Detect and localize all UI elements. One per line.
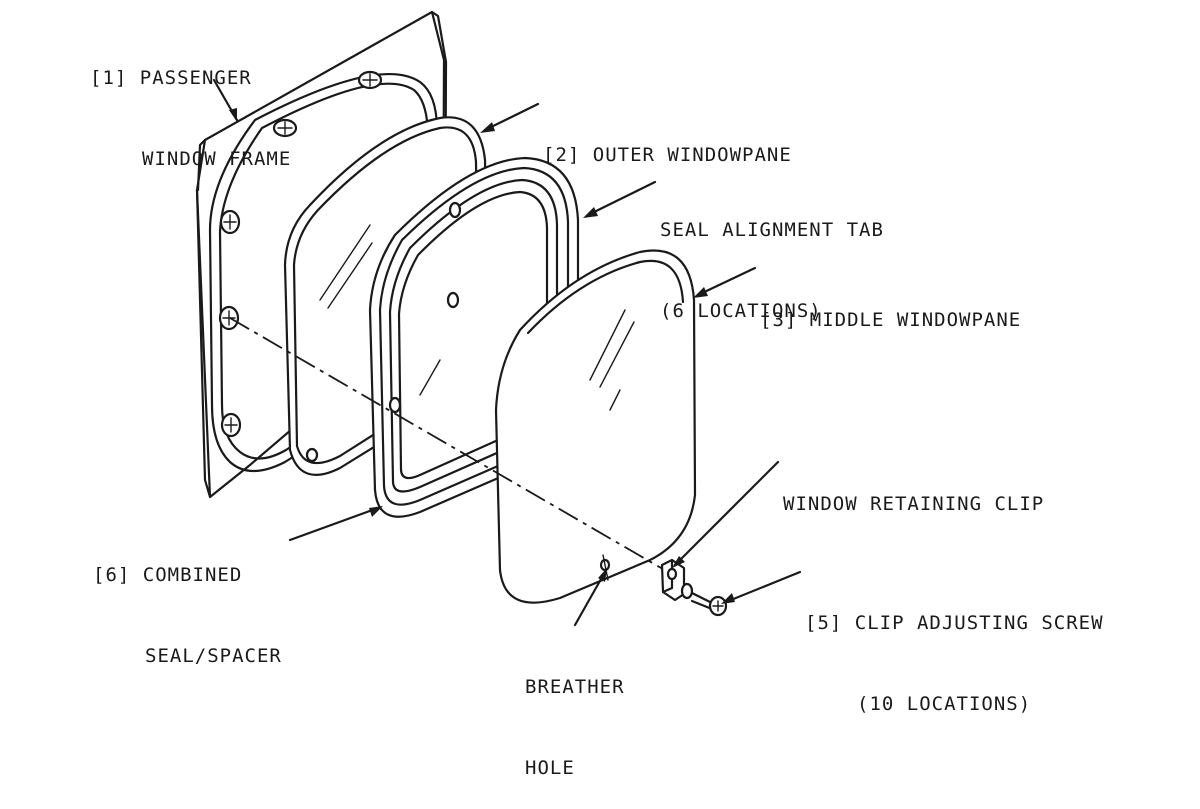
leader-seal-tab (586, 180, 657, 217)
seal-alignment-tab-4 (305, 447, 319, 463)
leader-screw (724, 570, 802, 604)
label-clip-adjusting-screw: [5] CLIP ADJUSTING SCREW (10 LOCATIONS) (805, 612, 1104, 715)
leader-lines (212, 78, 802, 627)
breather-hole (599, 554, 611, 581)
window-retaining-clip (660, 558, 686, 602)
alignment-centerline (229, 317, 669, 573)
leader-retaining-clip (673, 460, 780, 567)
leader-breather (573, 570, 607, 627)
clip-adjusting-screw (680, 582, 728, 617)
seal-alignment-tab-3 (448, 201, 462, 219)
label-combined-seal-spacer: [6] COMBINED SEAL/SPACER (93, 564, 282, 667)
label-outer-windowpane: [2] OUTER WINDOWPANE (543, 144, 792, 166)
leader-middle-pane (696, 266, 757, 297)
frame-fastener-2 (272, 118, 298, 138)
leader-outer-pane (483, 102, 540, 132)
seal-alignment-tab-1 (446, 291, 460, 309)
label-passenger-window-frame: [1] PASSENGER WINDOW FRAME (90, 67, 292, 170)
label-window-retaining-clip: WINDOW RETAINING CLIP (783, 493, 1045, 515)
label-seal-alignment-tab: SEAL ALIGNMENT TAB (6 LOCATIONS) (660, 219, 884, 322)
leader-combined-seal (288, 506, 380, 542)
seal-alignment-tab-2 (388, 396, 402, 414)
label-middle-windowpane: [3] MIDDLE WINDOWPANE (760, 309, 1022, 331)
middle-windowpane (494, 249, 697, 604)
frame-fastener-4 (218, 305, 240, 331)
label-breather-hole: BREATHER HOLE (525, 676, 625, 779)
frame-fastener-3 (219, 209, 241, 235)
frame-fastener-5 (220, 412, 242, 438)
frame-fastener-1 (357, 70, 383, 90)
exploded-window-diagram (195, 10, 802, 627)
